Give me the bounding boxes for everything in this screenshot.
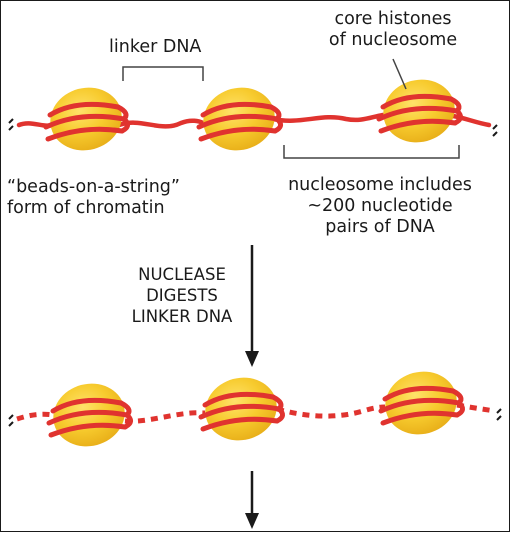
- nuclease-line-2: DIGESTS: [146, 286, 218, 305]
- nucleosome-includes-label: nucleosome includes ~200 nucleotide pair…: [273, 175, 487, 238]
- strand-end-right-icon: [492, 124, 498, 137]
- nuclease-digests-label: NUCLEASE DIGESTS LINKER DNA: [121, 264, 243, 327]
- nucleosome-bracket: [283, 145, 460, 159]
- nucleosome-line-1: nucleosome includes: [288, 175, 472, 195]
- nucleosome-3: [376, 72, 462, 151]
- nucleosome-6: [378, 364, 464, 443]
- nucleosome-line-2: ~200 nucleotide: [307, 196, 453, 216]
- linker-dna-label: linker DNA: [109, 37, 202, 57]
- nucleosome-4: [46, 376, 132, 455]
- core-histones-label: core histones of nucleosome: [317, 9, 469, 51]
- linker-dna-bracket: [122, 66, 204, 81]
- beads-line-1: “beads-on-a-string”: [7, 177, 180, 197]
- arrow-down-icon: [245, 245, 259, 367]
- strand-end-right-icon: [496, 408, 502, 421]
- beads-on-string-label: “beads-on-a-string” form of chromatin: [7, 177, 180, 219]
- core-histones-line-2: of nucleosome: [328, 30, 458, 50]
- core-histones-line-1: core histones: [334, 9, 452, 29]
- nucleosome-1: [43, 80, 129, 159]
- core-histone-pointer: [392, 58, 407, 90]
- nucleosome-2: [196, 80, 282, 159]
- nucleosome-5: [198, 370, 284, 449]
- arrow-down-icon: [245, 471, 259, 529]
- strand-end-left-icon: [8, 414, 14, 427]
- nuclease-line-3: LINKER DNA: [131, 307, 233, 326]
- nucleosome-line-3: pairs of DNA: [325, 217, 435, 237]
- beads-line-2: form of chromatin: [7, 198, 165, 218]
- strand-end-left-icon: [8, 118, 14, 131]
- nuclease-line-1: NUCLEASE: [138, 265, 226, 284]
